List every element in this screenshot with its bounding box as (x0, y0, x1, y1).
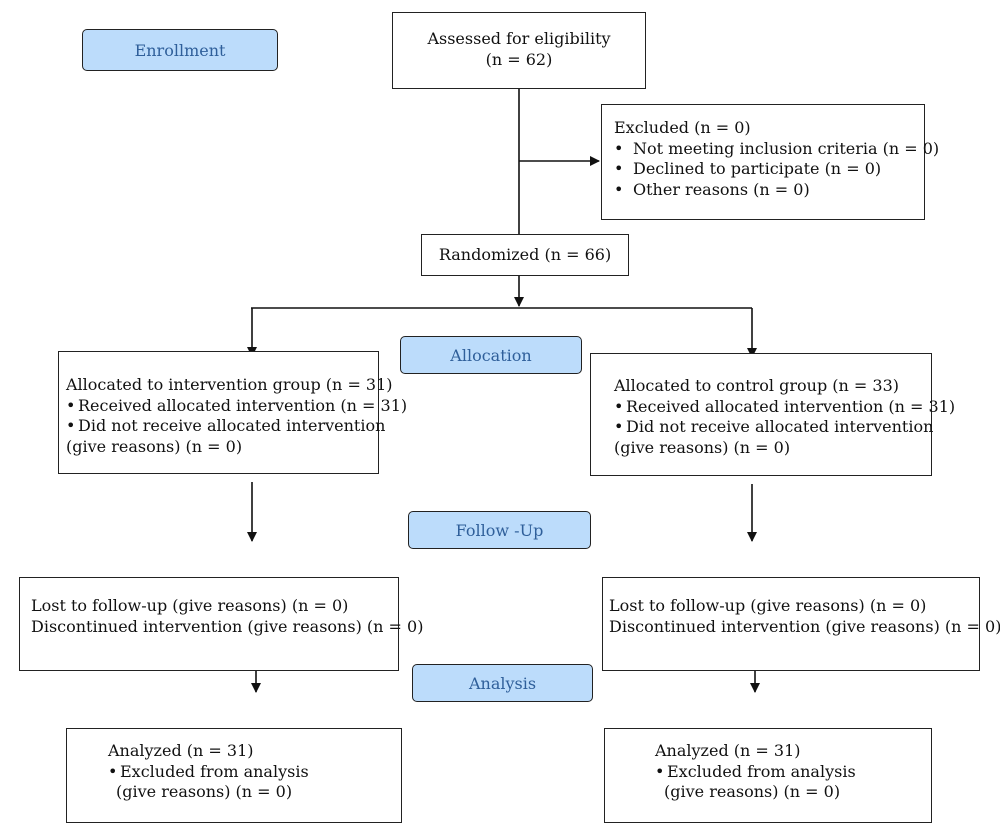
intervention-group-box: Allocated to intervention group (n = 31)… (58, 351, 407, 474)
stage-allocation-text: Allocation (450, 345, 532, 365)
stage-label-analysis: Analysis (412, 664, 593, 702)
followup-right-discontinued: Discontinued intervention (give reasons)… (609, 616, 1000, 636)
followup-left-discontinued: Discontinued intervention (give reasons)… (31, 616, 424, 636)
intervention-title: Allocated to intervention group (n = 31) (66, 375, 393, 394)
analysis-left-continuation: (give reasons) (n = 0) (116, 782, 293, 801)
randomized-box: Randomized (n = 66) (421, 234, 629, 276)
excluded-item: Declined to participate (n = 0) (614, 159, 924, 180)
followup-left-box: Lost to follow-up (give reasons) (n = 0)… (19, 577, 424, 671)
followup-left-lost: Lost to follow-up (give reasons) (n = 0) (31, 596, 349, 615)
analysis-right-item: Excluded from analysis (655, 762, 931, 783)
excluded-title: Excluded (n = 0) (614, 118, 751, 137)
analysis-right-title: Analyzed (n = 31) (655, 741, 801, 760)
assessed-count: (n = 62) (485, 49, 553, 69)
followup-right-lost: Lost to follow-up (give reasons) (n = 0) (609, 596, 927, 615)
control-continuation: (give reasons) (n = 0) (614, 437, 791, 457)
analysis-right-continuation: (give reasons) (n = 0) (664, 782, 841, 801)
followup-right-box: Lost to follow-up (give reasons) (n = 0)… (602, 577, 1000, 671)
excluded-box: Excluded (n = 0) Not meeting inclusion c… (601, 104, 939, 220)
intervention-item: Did not receive allocated intervention (66, 416, 385, 437)
stage-label-allocation: Allocation (400, 336, 582, 374)
assessed-title: Assessed for eligibility (427, 29, 611, 48)
analysis-right-box: Analyzed (n = 31) Excluded from analysis… (604, 728, 932, 823)
stage-follow-up-text: Follow -Up (455, 520, 544, 540)
analysis-left-title: Analyzed (n = 31) (108, 741, 254, 760)
stage-enrollment-text: Enrollment (134, 40, 226, 60)
control-group-box: Allocated to control group (n = 33) Rece… (590, 353, 955, 476)
assessed-box: Assessed for eligibility (n = 62) (392, 12, 646, 89)
stage-label-follow-up: Follow -Up (408, 511, 591, 549)
intervention-item: Received allocated intervention (n = 31) (66, 396, 407, 417)
control-item: Received allocated intervention (n = 31) (614, 397, 955, 418)
excluded-item: Not meeting inclusion criteria (n = 0) (614, 139, 939, 160)
intervention-continuation: (give reasons) (n = 0) (66, 436, 243, 456)
control-item: Did not receive allocated intervention (614, 417, 933, 438)
randomized-label: Randomized (n = 66) (438, 244, 612, 264)
excluded-item: Other reasons (n = 0) (614, 180, 924, 201)
analysis-left-box: Analyzed (n = 31) Excluded from analysis… (66, 728, 402, 823)
control-title: Allocated to control group (n = 33) (614, 376, 899, 395)
analysis-left-item: Excluded from analysis (108, 762, 401, 783)
stage-label-enrollment: Enrollment (82, 29, 278, 71)
stage-analysis-text: Analysis (468, 673, 537, 693)
